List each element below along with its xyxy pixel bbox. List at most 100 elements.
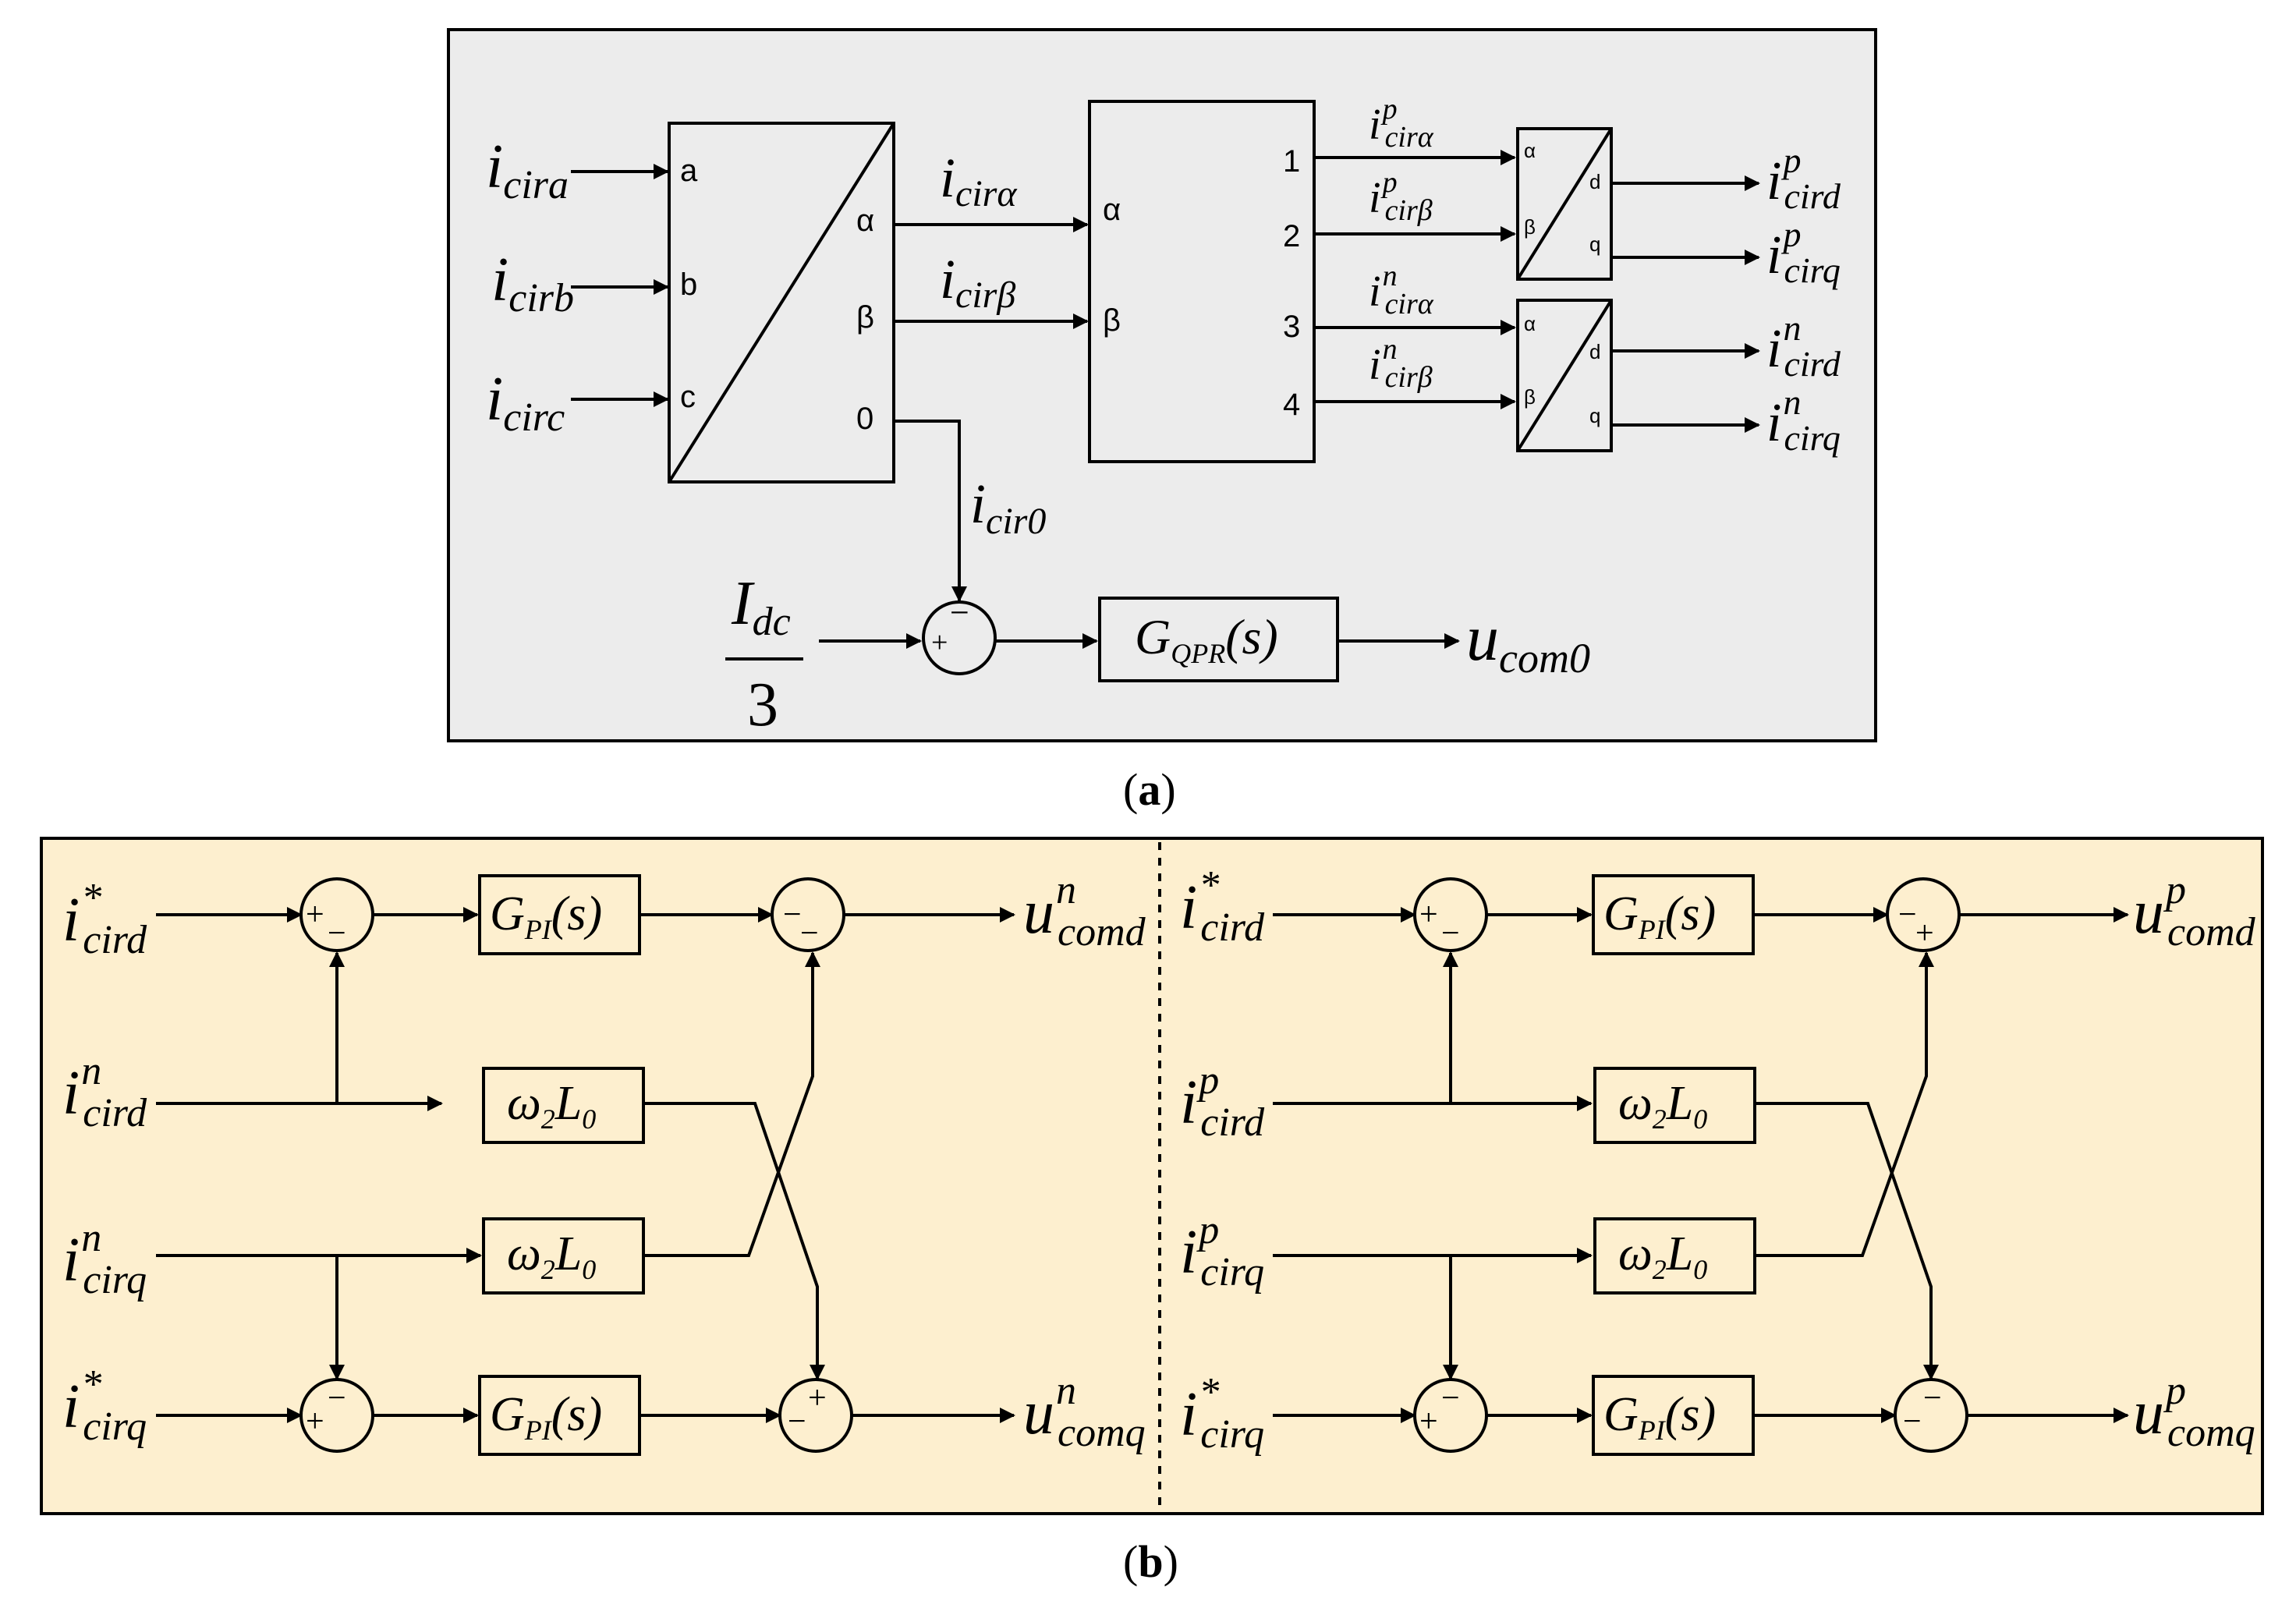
left-cross-top-to-q xyxy=(643,1102,825,1380)
seq-port-alpha: α xyxy=(1103,193,1121,227)
park-transform-positive: α β d q xyxy=(1516,127,1613,281)
seq-port-beta: β xyxy=(1103,303,1121,338)
caption-a: (a) xyxy=(1123,764,1176,815)
clarke-transform-block: a b c α β 0 xyxy=(668,122,895,483)
park-transform-negative: α β d q xyxy=(1516,299,1613,452)
svg-text:ω2L0: ω2L0 xyxy=(507,1077,596,1135)
svg-text:q: q xyxy=(1589,232,1600,256)
svg-text:+: + xyxy=(931,626,948,659)
clarke-port-alpha: α xyxy=(856,204,874,238)
svg-text:GPI(s): GPI(s) xyxy=(1603,1388,1716,1446)
panel-a-background xyxy=(447,28,1877,742)
clarke-port-a: a xyxy=(680,154,698,188)
clarke-port-c: c xyxy=(680,380,696,414)
svg-text:d: d xyxy=(1589,340,1600,363)
qpr-controller-block: GQPR(s) xyxy=(1098,597,1339,682)
signal-label-icir-alpha: icirα xyxy=(940,147,1017,214)
svg-text:+: + xyxy=(1419,897,1438,933)
svg-text:ω2L0: ω2L0 xyxy=(1618,1227,1707,1285)
right-cross-bottom-to-d xyxy=(1755,951,1934,1257)
input-label-icirc: icirc xyxy=(486,365,565,440)
right-wl-block-bottom: ω2L0 xyxy=(1593,1217,1756,1294)
seq-port-1: 1 xyxy=(1283,144,1300,179)
svg-text:α: α xyxy=(1524,312,1536,335)
svg-text:−: − xyxy=(950,593,969,632)
signal-label-icir0: icir0 xyxy=(970,473,1046,542)
clarke-port-zero: 0 xyxy=(856,402,873,436)
svg-text:ω2L0: ω2L0 xyxy=(507,1227,596,1285)
svg-text:+: + xyxy=(306,1404,324,1440)
svg-text:Idc: Idc xyxy=(731,569,791,644)
seq-port-2: 2 xyxy=(1283,219,1300,253)
svg-text:+: + xyxy=(1419,1404,1438,1440)
svg-text:+: + xyxy=(1915,916,1934,951)
idc-over-3-label: Idc 3 xyxy=(725,569,803,739)
label-ucom0: ucom0 xyxy=(1466,602,1590,682)
input-label-icirb: icirb xyxy=(491,246,574,321)
svg-text:−: − xyxy=(1898,897,1917,933)
panel-a: a b c α β 0 icira icirb icirc icirα icir… xyxy=(447,28,1877,742)
clarke-port-beta: β xyxy=(856,300,874,335)
svg-text:GQPR(s): GQPR(s) xyxy=(1135,609,1278,669)
right-sum-q2: − − xyxy=(1894,1378,1968,1453)
svg-text:ω2L0: ω2L0 xyxy=(1618,1077,1707,1135)
input-label-icira: icira xyxy=(486,133,569,207)
sum-junction-zero: + − xyxy=(922,593,997,675)
seq-port-4: 4 xyxy=(1283,388,1300,422)
left-sum-d1: + − xyxy=(299,877,374,952)
svg-text:−: − xyxy=(328,1380,346,1416)
svg-text:3: 3 xyxy=(747,671,778,739)
svg-text:β: β xyxy=(1524,385,1536,409)
svg-text:−: − xyxy=(788,1404,806,1440)
svg-text:−: − xyxy=(783,897,802,933)
right-wl-block-top: ω2L0 xyxy=(1593,1067,1756,1144)
svg-text:GPI(s): GPI(s) xyxy=(490,1388,602,1446)
left-sum-q2: − + xyxy=(778,1378,853,1453)
left-cross-bottom-to-d xyxy=(643,951,820,1257)
right-pi-block-q: GPI(s) xyxy=(1592,1375,1755,1456)
svg-text:−: − xyxy=(1441,1380,1460,1416)
svg-text:−: − xyxy=(328,916,346,951)
svg-text:GPI(s): GPI(s) xyxy=(1603,887,1716,945)
left-label-iref-q: i*cirq xyxy=(62,1362,147,1449)
svg-text:−: − xyxy=(1903,1404,1922,1440)
svg-text:α: α xyxy=(1524,139,1536,162)
left-sum-d2: − − xyxy=(771,877,845,952)
svg-text:−: − xyxy=(800,916,819,951)
svg-text:−: − xyxy=(1441,916,1460,951)
caption-b: (b) xyxy=(1123,1536,1178,1587)
left-wl-block-top: ω2L0 xyxy=(482,1067,645,1144)
signal-label-icir-beta: icirβ xyxy=(940,248,1015,316)
svg-text:−: − xyxy=(1923,1380,1942,1416)
right-pi-block-d: GPI(s) xyxy=(1592,874,1755,955)
seq-port-3: 3 xyxy=(1283,310,1300,344)
svg-text:q: q xyxy=(1589,404,1600,427)
right-label-iref-q: i*cirq xyxy=(1180,1370,1264,1457)
right-label-iref-d: i*cird xyxy=(1180,863,1265,950)
sequence-separation-block: α β 1 2 3 4 xyxy=(1088,100,1316,463)
right-cross-top-to-q xyxy=(1755,1102,1939,1380)
svg-text:+: + xyxy=(306,897,324,933)
left-label-iref-d: i*cird xyxy=(62,876,147,962)
svg-text:+: + xyxy=(808,1380,827,1416)
arrow-icir0 xyxy=(894,420,967,602)
left-wl-block-bottom: ω2L0 xyxy=(482,1217,645,1294)
clarke-port-b: b xyxy=(680,267,697,302)
svg-text:GPI(s): GPI(s) xyxy=(490,887,602,945)
left-pi-block-q: GPI(s) xyxy=(478,1375,641,1456)
